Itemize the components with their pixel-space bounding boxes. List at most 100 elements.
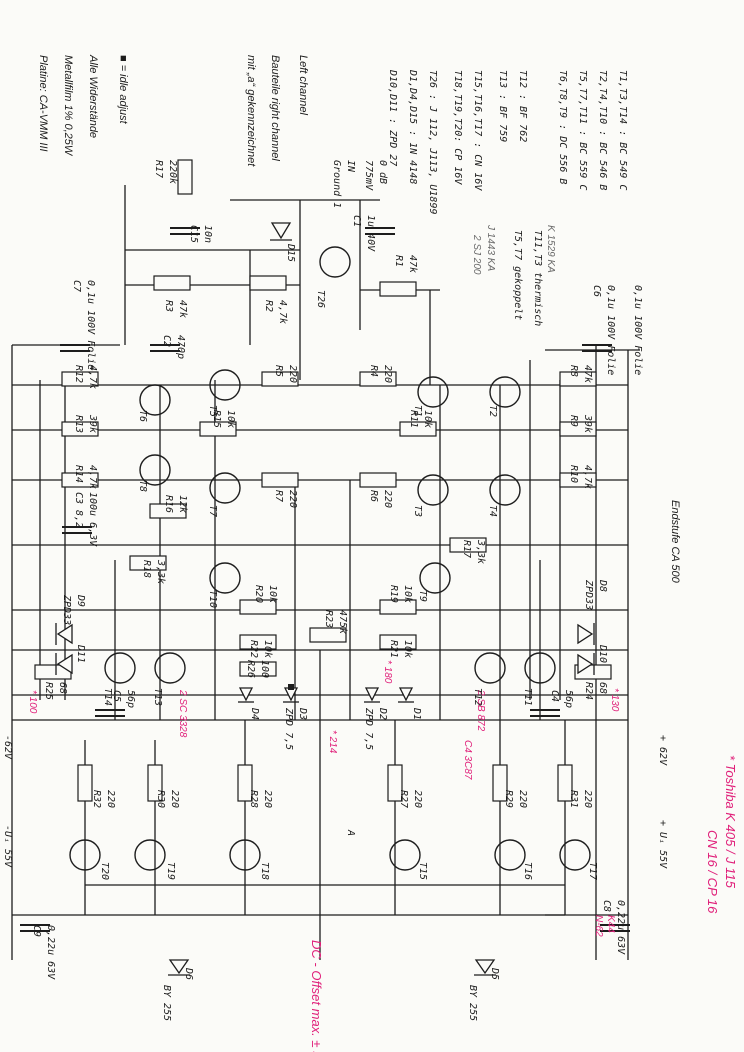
resistor-r23 <box>309 627 347 643</box>
diode-ref: D4 <box>249 707 260 720</box>
transistor-ref: T11 <box>522 688 533 706</box>
legend-line: ■ = idle adjust <box>117 55 129 125</box>
supply-label: -Uᵢ 55V <box>2 825 13 868</box>
component-value: 47k <box>177 300 188 318</box>
resistor-r4 <box>359 371 397 387</box>
supply-neg: -62V <box>2 735 13 760</box>
component-ref: R19 <box>388 585 399 603</box>
transistor-ref: T3 <box>412 505 423 517</box>
capacitor-ref: C9 <box>31 925 42 937</box>
component-ref: R21 <box>388 640 399 658</box>
component-ref: R30 <box>155 790 166 808</box>
note-line: T2,T4,T10 : BC 546 B <box>597 70 608 190</box>
pink-2sb: 2 SB 872 <box>475 689 486 732</box>
component-value: 220 <box>582 790 593 808</box>
component-value: 220k <box>167 160 178 184</box>
diode-ref: D9 <box>75 594 86 607</box>
legend-line: Alle Widerstände <box>87 54 99 138</box>
supply-label: -62V <box>2 735 13 760</box>
diode-ref: D5 <box>489 967 500 980</box>
pink-mark: * 214 <box>327 730 338 754</box>
resistor-r30 <box>147 764 163 802</box>
resistor-r19 <box>379 599 417 615</box>
cn-cp-text: CN 16 / CP 16 <box>705 830 720 914</box>
component-ref: R31 <box>568 790 579 808</box>
transistor-ref: T26 <box>315 290 326 308</box>
note-line: T12 : BF 762 <box>517 70 528 142</box>
diode-ref: ZPD33 <box>583 579 594 610</box>
capacitor-value: 0,22u 63V <box>615 900 626 955</box>
left-channel-note: Left channel Bauteile right channel mit … <box>245 55 309 167</box>
component-ref: R22 <box>248 640 259 658</box>
diode-ref: D8 <box>597 579 608 592</box>
diode-ref: D10 <box>597 644 608 663</box>
resistor-r2 <box>249 275 287 291</box>
capacitor-value: 0,22u 63V <box>45 925 56 980</box>
component-value: 39k <box>87 414 98 433</box>
transistor-t18 <box>229 839 261 871</box>
component-value: 12k <box>177 495 188 513</box>
component-value: 475k <box>337 610 348 634</box>
component-ref: R17 <box>153 160 164 178</box>
resistor-r17 <box>177 159 193 195</box>
resistor-r8 <box>559 371 597 387</box>
transistor-ref: T2 <box>487 405 498 417</box>
transistor-t3 <box>417 474 449 506</box>
component-ref: R10 <box>568 465 579 483</box>
diode-ref: ZPD 7,5 <box>363 707 374 750</box>
transistor-extra: 0,1u 100V Folie <box>632 285 643 375</box>
capacitor-group <box>20 227 630 932</box>
resistor-r7 <box>261 472 299 488</box>
capacitor-ref: C6 <box>591 285 602 297</box>
capacitor-ref: C5 <box>111 690 122 702</box>
component-value: 4,7k <box>582 465 593 489</box>
note-line: T1,T3,T14 : BC 549 C <box>617 70 628 190</box>
idle-adjust-marker <box>288 684 294 690</box>
resistor-r31 <box>557 764 573 802</box>
component-ref: R12 <box>73 365 84 383</box>
note-line: T13 : BF 759 <box>497 70 508 142</box>
diode-ref: D15 <box>285 243 296 262</box>
supply-ui-neg: -Uᵢ 55V <box>2 825 13 868</box>
transistor-ref: T16 <box>522 862 533 880</box>
note-line: J 1443 KA <box>485 224 496 271</box>
component-value: 47k <box>582 365 593 383</box>
transistor-t5 <box>209 369 241 401</box>
pink-180: * 180 <box>382 660 393 684</box>
rectifier-left: BY 255 <box>161 985 172 1021</box>
component-ref: R6 <box>368 490 379 502</box>
rectifier-right: BY 255 <box>467 985 478 1021</box>
transistor-ref: T13 <box>152 688 163 706</box>
left-channel-line: mit „a“ gekennzeichnet <box>245 55 257 167</box>
pink-100: * 100 <box>27 690 38 714</box>
part-note: K 1529 KA <box>545 225 556 273</box>
transistor-t12 <box>474 652 506 684</box>
capacitor-ref: C7 <box>71 280 82 292</box>
component-ref: R29 <box>503 790 514 808</box>
note-line: T15,T16,T17 : CN 16V <box>472 70 483 191</box>
bias-node: A <box>345 829 356 836</box>
transistor-t14 <box>104 652 136 684</box>
transistor-t11 <box>524 652 556 684</box>
component-ref: R17 <box>461 540 472 558</box>
pink-mark: * 130 <box>609 688 620 712</box>
pink-130: * 130 <box>609 688 620 712</box>
component-ref: R26 <box>245 660 256 678</box>
note-line: 2 SJ 200 <box>471 234 482 275</box>
component-ref: R23 <box>323 610 334 628</box>
note-line: D1,D4,D15 : 1N 4148 <box>407 69 418 184</box>
component-value: 10k <box>422 410 433 428</box>
pink-mark: N-62 <box>593 915 604 937</box>
pink-mark: * 180 <box>382 660 393 684</box>
transistor-t7 <box>209 472 241 504</box>
transistor-ref: T18 <box>259 862 270 880</box>
transistor-labels: T26 T1 T2 T3 T4 T5 T6 T7 T8 T9 T10 T11 T… <box>99 290 598 880</box>
resistor-r29 <box>492 764 508 802</box>
transistor-t2 <box>489 376 521 408</box>
rectifier-label: BY 255 <box>161 985 172 1021</box>
transistor-ref: T15 <box>417 862 428 880</box>
pink-mark: 2 SC 3328 <box>177 689 188 738</box>
component-ref: C15 <box>188 225 199 243</box>
